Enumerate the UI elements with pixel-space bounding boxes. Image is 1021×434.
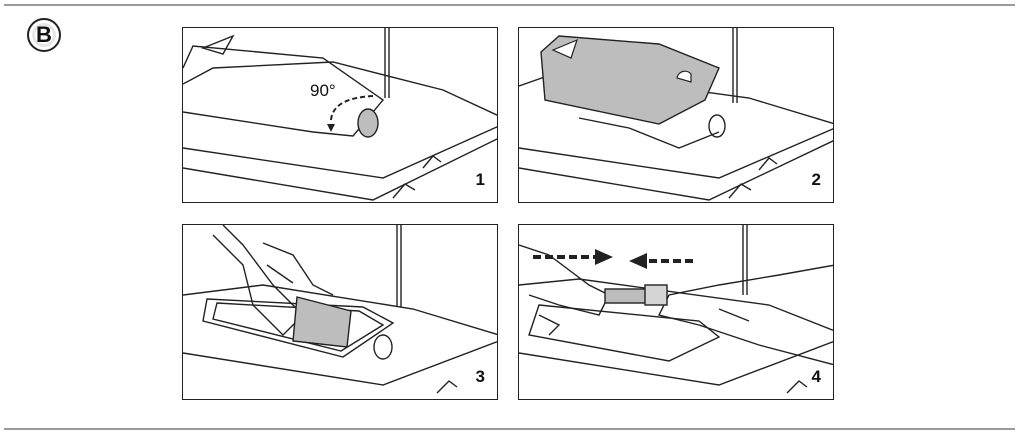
step-4-illustration [519, 225, 833, 394]
step-panel-4: 4 [518, 224, 834, 400]
step-number-2: 2 [811, 170, 821, 189]
step-1-illustration: 90° [183, 28, 497, 201]
step-panel-2: 2 [518, 27, 834, 203]
rotation-angle-label: 90° [310, 81, 336, 100]
step-panel-1: 90° 1 [182, 27, 498, 203]
step-2-illustration [519, 28, 833, 201]
step-number-1: 1 [475, 170, 485, 189]
figure-frame [4, 4, 1015, 430]
step-panel-3: 3 [182, 224, 498, 400]
step-3-illustration [183, 225, 497, 394]
step-number-4: 4 [811, 367, 821, 386]
step-number-3: 3 [475, 367, 485, 386]
section-badge: B [27, 18, 61, 52]
